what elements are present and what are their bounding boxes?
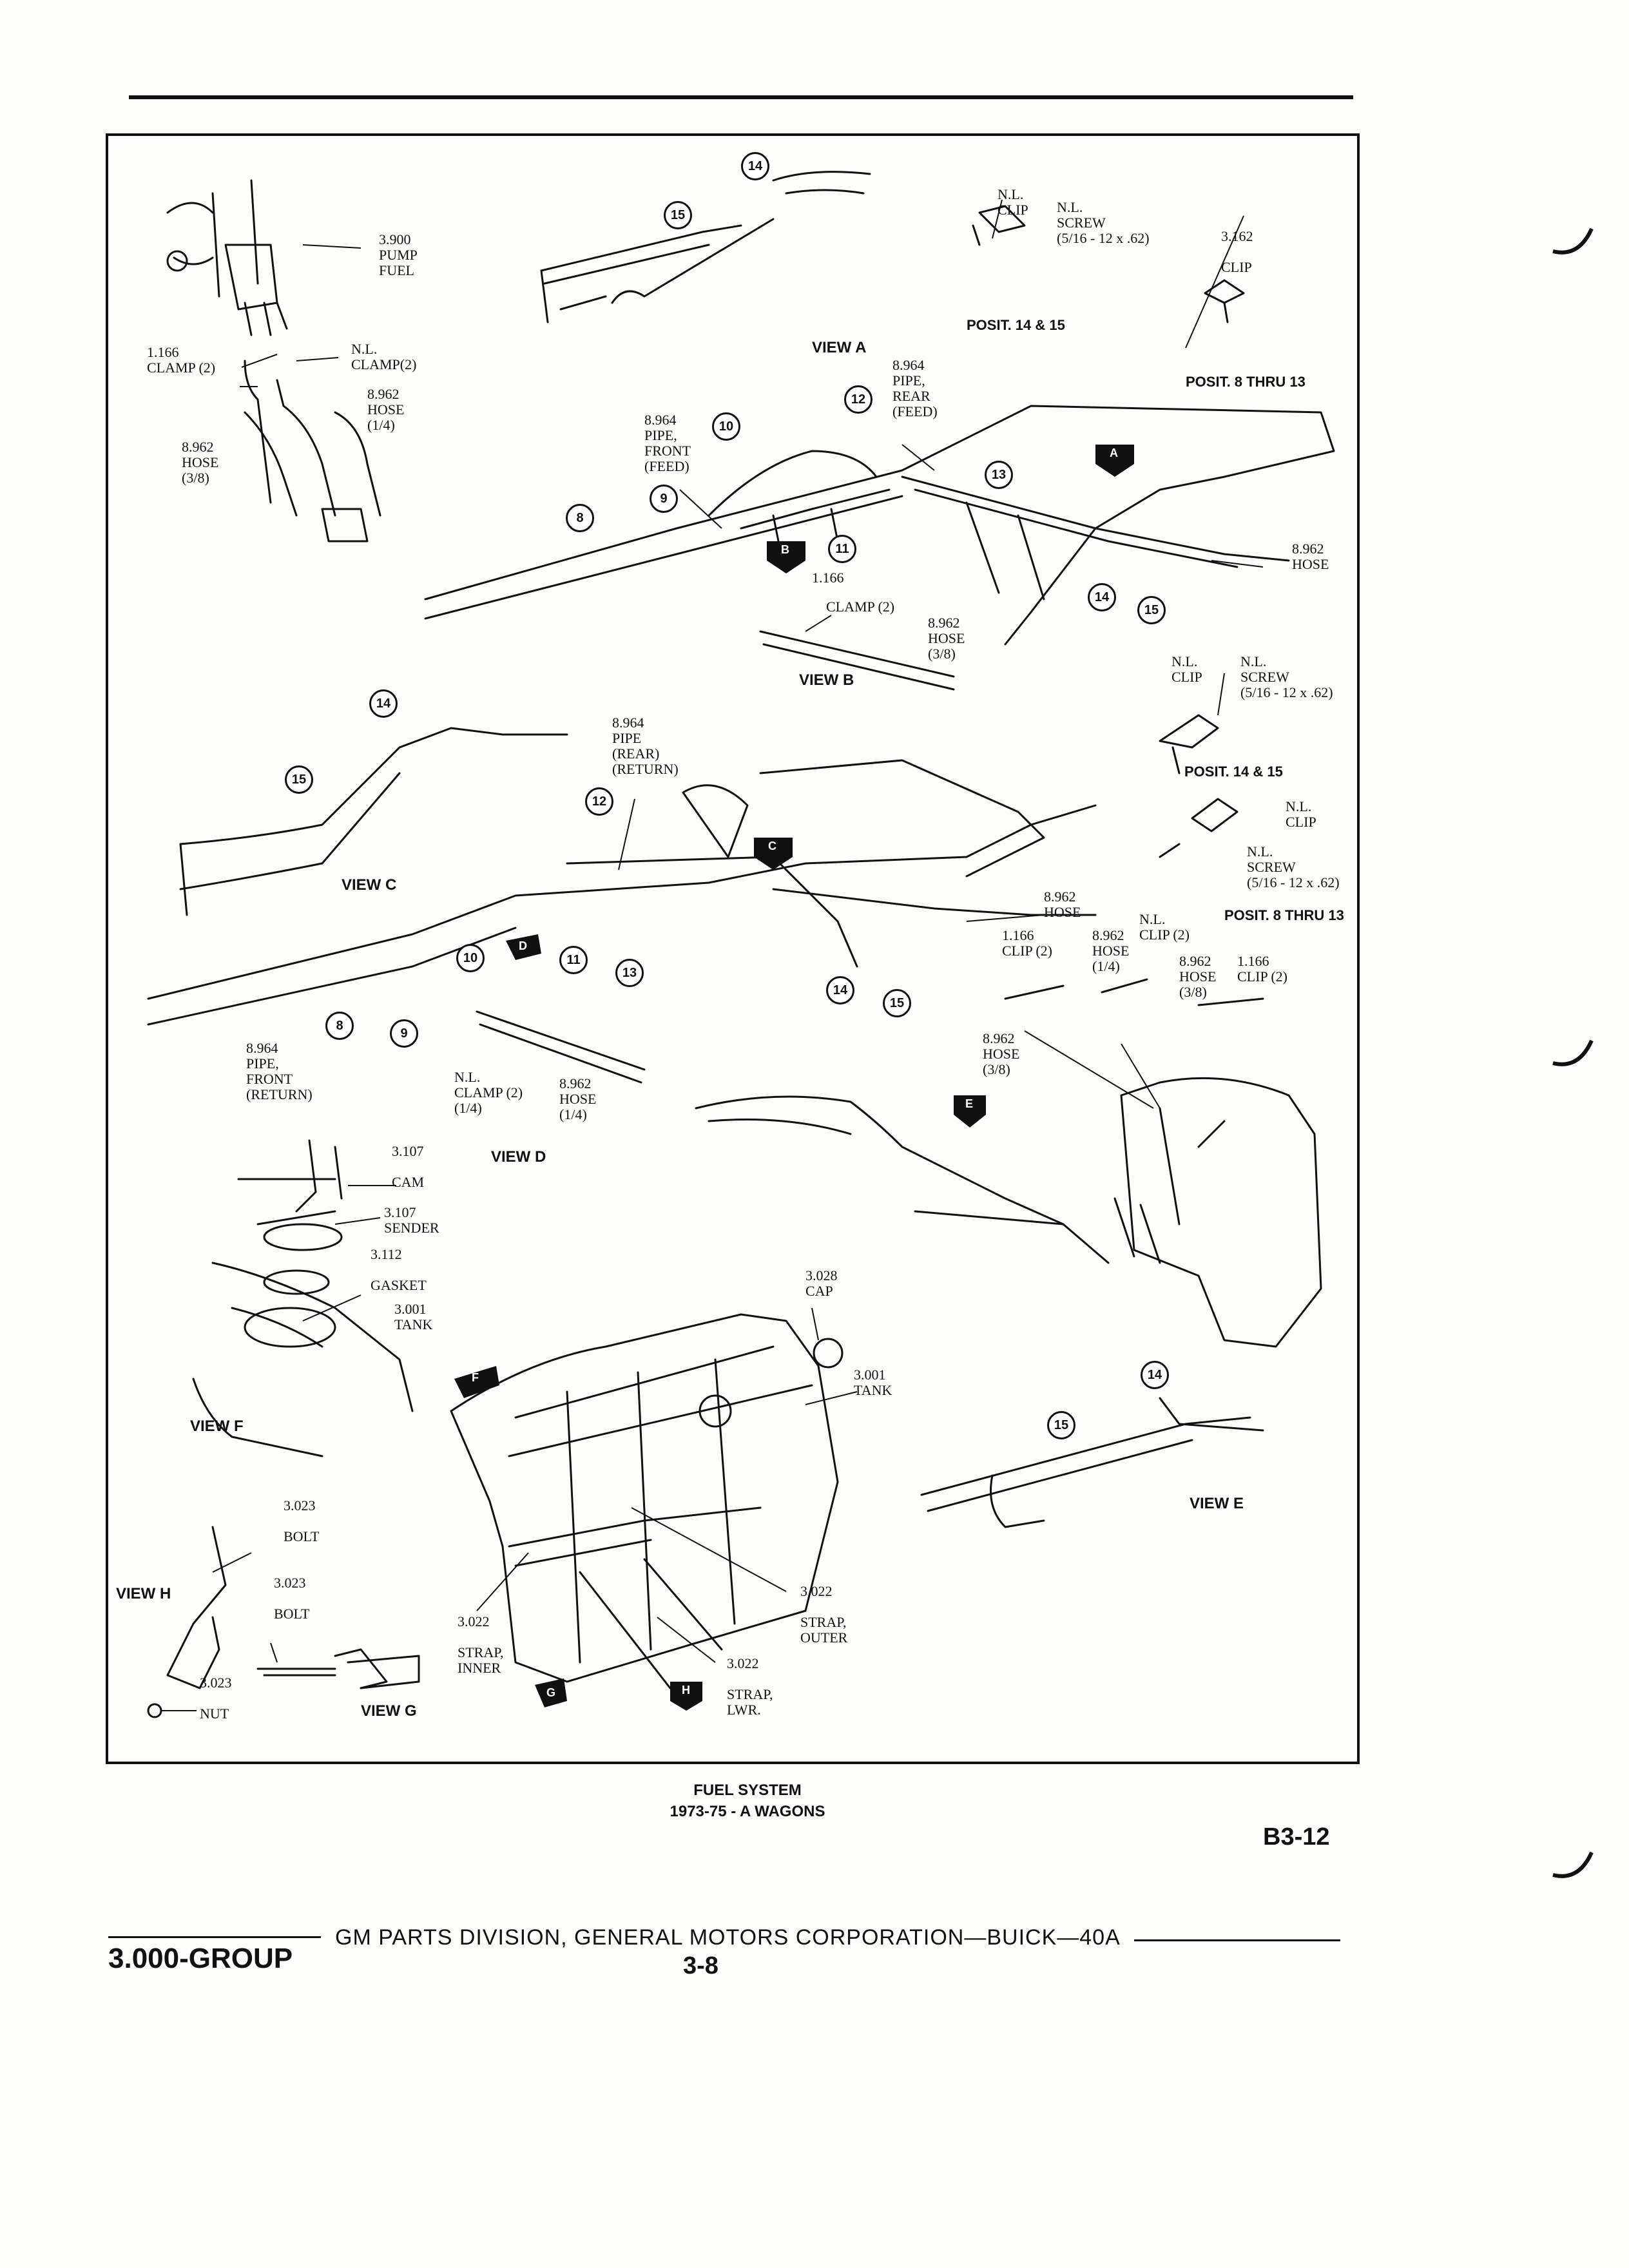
- binder-mark: [1552, 227, 1594, 255]
- posit-14-15-mid: POSIT. 14 & 15: [1184, 764, 1283, 780]
- label-nl-clip-b: N.L. CLIP: [1171, 653, 1202, 685]
- label-nl-clamp-d: N.L. CLAMP (2) (1/4): [454, 1069, 523, 1116]
- view-arrow-g: G: [546, 1686, 556, 1699]
- binder-mark: [1552, 1039, 1594, 1066]
- footer-corporation: GM PARTS DIVISION, GENERAL MOTORS CORPOR…: [335, 1925, 1121, 1950]
- callout-14-view-e: 14: [1141, 1361, 1169, 1389]
- label-clip-1166-c: 1.166 CLIP (2): [1002, 927, 1053, 959]
- page-code: B3-12: [1263, 1823, 1330, 1850]
- callout-10-view-c: 10: [456, 944, 485, 972]
- view-d-title: VIEW D: [491, 1148, 546, 1166]
- label-nl-screw-b: N.L. SCREW (5/16 - 12 x .62): [1240, 653, 1333, 700]
- label-pipe-rear-return: 8.964 PIPE (REAR) (RETURN): [612, 715, 679, 777]
- label-strap-lwr: 3.022 STRAP, LWR.: [727, 1655, 773, 1718]
- view-g-title: VIEW G: [361, 1702, 417, 1720]
- callout-13-view-c: 13: [615, 959, 644, 987]
- label-pipe-rear-feed: 8.964 PIPE, REAR (FEED): [892, 357, 938, 419]
- posit-8-13-mid: POSIT. 8 THRU 13: [1224, 907, 1344, 923]
- label-nl-screw-a: N.L. SCREW (5/16 - 12 x .62): [1057, 199, 1150, 246]
- view-e-title: VIEW E: [1190, 1495, 1244, 1512]
- callout-10-view-b: 10: [712, 412, 740, 441]
- label-bolt-h1: 3.023 BOLT: [284, 1497, 320, 1544]
- label-hose-quarter-c: 8.962 HOSE (1/4): [1092, 927, 1130, 974]
- label-1166-b: 1.166: [812, 570, 844, 586]
- top-rule: [129, 95, 1353, 99]
- view-arrow-b: B: [781, 543, 789, 556]
- label-hose-three-eighths-c: 8.962 HOSE (3/8): [1179, 953, 1217, 1000]
- label-clamp-2-b: CLAMP (2): [826, 599, 895, 615]
- figure-caption-subtitle: 1973-75 - A WAGONS: [670, 1803, 825, 1820]
- label-pump-fuel: 3.900 PUMP FUEL: [379, 231, 418, 278]
- callout-12-view-b: 12: [844, 385, 872, 414]
- callout-15-view-e: 15: [1047, 1411, 1075, 1439]
- callout-11-view-b: 11: [828, 535, 856, 563]
- label-gasket: 3.112 GASKET: [371, 1246, 427, 1293]
- view-a-title: VIEW A: [812, 339, 867, 356]
- label-hose-three-eighths-c2: 8.962 HOSE (3/8): [983, 1030, 1020, 1077]
- view-arrow-e: E: [965, 1097, 974, 1110]
- view-c-title: VIEW C: [342, 876, 397, 894]
- label-cam: 3.107 CAM: [392, 1143, 425, 1190]
- callout-15-view-b: 15: [1137, 596, 1166, 624]
- label-bolt-h2: 3.023 BOLT: [274, 1575, 310, 1622]
- posit-14-15-top: POSIT. 14 & 15: [967, 317, 1065, 333]
- label-pipe-front-feed: 8.964 PIPE, FRONT (FEED): [644, 412, 691, 474]
- footer-rule-left: [108, 1936, 321, 1938]
- label-clip-1166-c2: 1.166 CLIP (2): [1237, 953, 1288, 985]
- callout-14-view-c: 14: [369, 689, 398, 718]
- label-strap-outer: 3.022 STRAP, OUTER: [800, 1583, 848, 1646]
- label-cap: 3.028 CAP: [805, 1267, 838, 1299]
- callout-12-view-c: 12: [585, 787, 613, 816]
- view-arrow-a: A: [1110, 447, 1118, 459]
- label-hose-c: 8.962 HOSE: [1044, 889, 1081, 920]
- callout-14-view-b: 14: [1088, 583, 1116, 611]
- label-nut-h: 3.023 NUT: [200, 1675, 232, 1722]
- view-b-title: VIEW B: [799, 671, 854, 689]
- callout-15-view-c2: 15: [883, 989, 911, 1017]
- callout-15-view-c: 15: [285, 765, 313, 794]
- label-clip-3162: 3.162 CLIP: [1221, 228, 1253, 275]
- label-nl-screw-c: N.L. SCREW (5/16 - 12 x .62): [1247, 843, 1340, 890]
- label-clamp-1166: 1.166 CLAMP (2): [147, 344, 216, 376]
- view-arrow-c: C: [768, 840, 776, 852]
- callout-8-view-b: 8: [566, 504, 594, 532]
- callout-14-view-a: 14: [741, 152, 769, 180]
- label-hose-three-eighths-top: 8.962 HOSE (3/8): [182, 439, 219, 486]
- callout-11-view-c: 11: [559, 946, 588, 974]
- callout-9-view-c: 9: [390, 1019, 418, 1048]
- label-nl-clip-2-c: N.L. CLIP (2): [1139, 911, 1190, 943]
- callout-9-view-b: 9: [650, 485, 678, 513]
- label-nl-clip-a: N.L. CLIP: [998, 186, 1028, 218]
- diagram-frame: [106, 133, 1360, 1764]
- posit-8-13-top: POSIT. 8 THRU 13: [1186, 374, 1306, 390]
- footer-page-number: 3-8: [683, 1952, 718, 1979]
- label-hose-quarter-d: 8.962 HOSE (1/4): [559, 1075, 597, 1122]
- label-sender: 3.107 SENDER: [384, 1204, 439, 1236]
- label-hose-quarter-top: 8.962 HOSE (1/4): [367, 386, 405, 433]
- view-arrow-d: D: [519, 939, 527, 952]
- label-hose-right: 8.962 HOSE: [1292, 541, 1329, 572]
- label-tank-f: 3.001 TANK: [394, 1301, 433, 1332]
- figure-caption-title: FUEL SYSTEM: [693, 1782, 802, 1799]
- footer-rule-right: [1134, 1939, 1340, 1941]
- binder-mark: [1552, 1851, 1594, 1878]
- label-tank-main: 3.001 TANK: [854, 1367, 892, 1398]
- callout-8-view-c: 8: [325, 1012, 354, 1040]
- callout-13-view-b: 13: [985, 461, 1013, 489]
- footer-group: 3.000-GROUP: [108, 1943, 293, 1974]
- view-arrow-f: F: [472, 1371, 479, 1384]
- label-nl-clip-c: N.L. CLIP: [1286, 798, 1316, 830]
- label-strap-inner: 3.022 STRAP, INNER: [458, 1613, 504, 1676]
- view-arrow-h: H: [682, 1684, 690, 1696]
- callout-14-view-c2: 14: [826, 976, 854, 1004]
- view-f-title: VIEW F: [190, 1418, 244, 1435]
- callout-15-view-a: 15: [664, 201, 692, 229]
- label-hose-three-eighths-b: 8.962 HOSE (3/8): [928, 615, 965, 662]
- label-nl-clamp-pump: N.L. CLAMP(2): [351, 341, 417, 372]
- view-h-title: VIEW H: [116, 1585, 171, 1602]
- label-pipe-front-return: 8.964 PIPE, FRONT (RETURN): [246, 1040, 313, 1102]
